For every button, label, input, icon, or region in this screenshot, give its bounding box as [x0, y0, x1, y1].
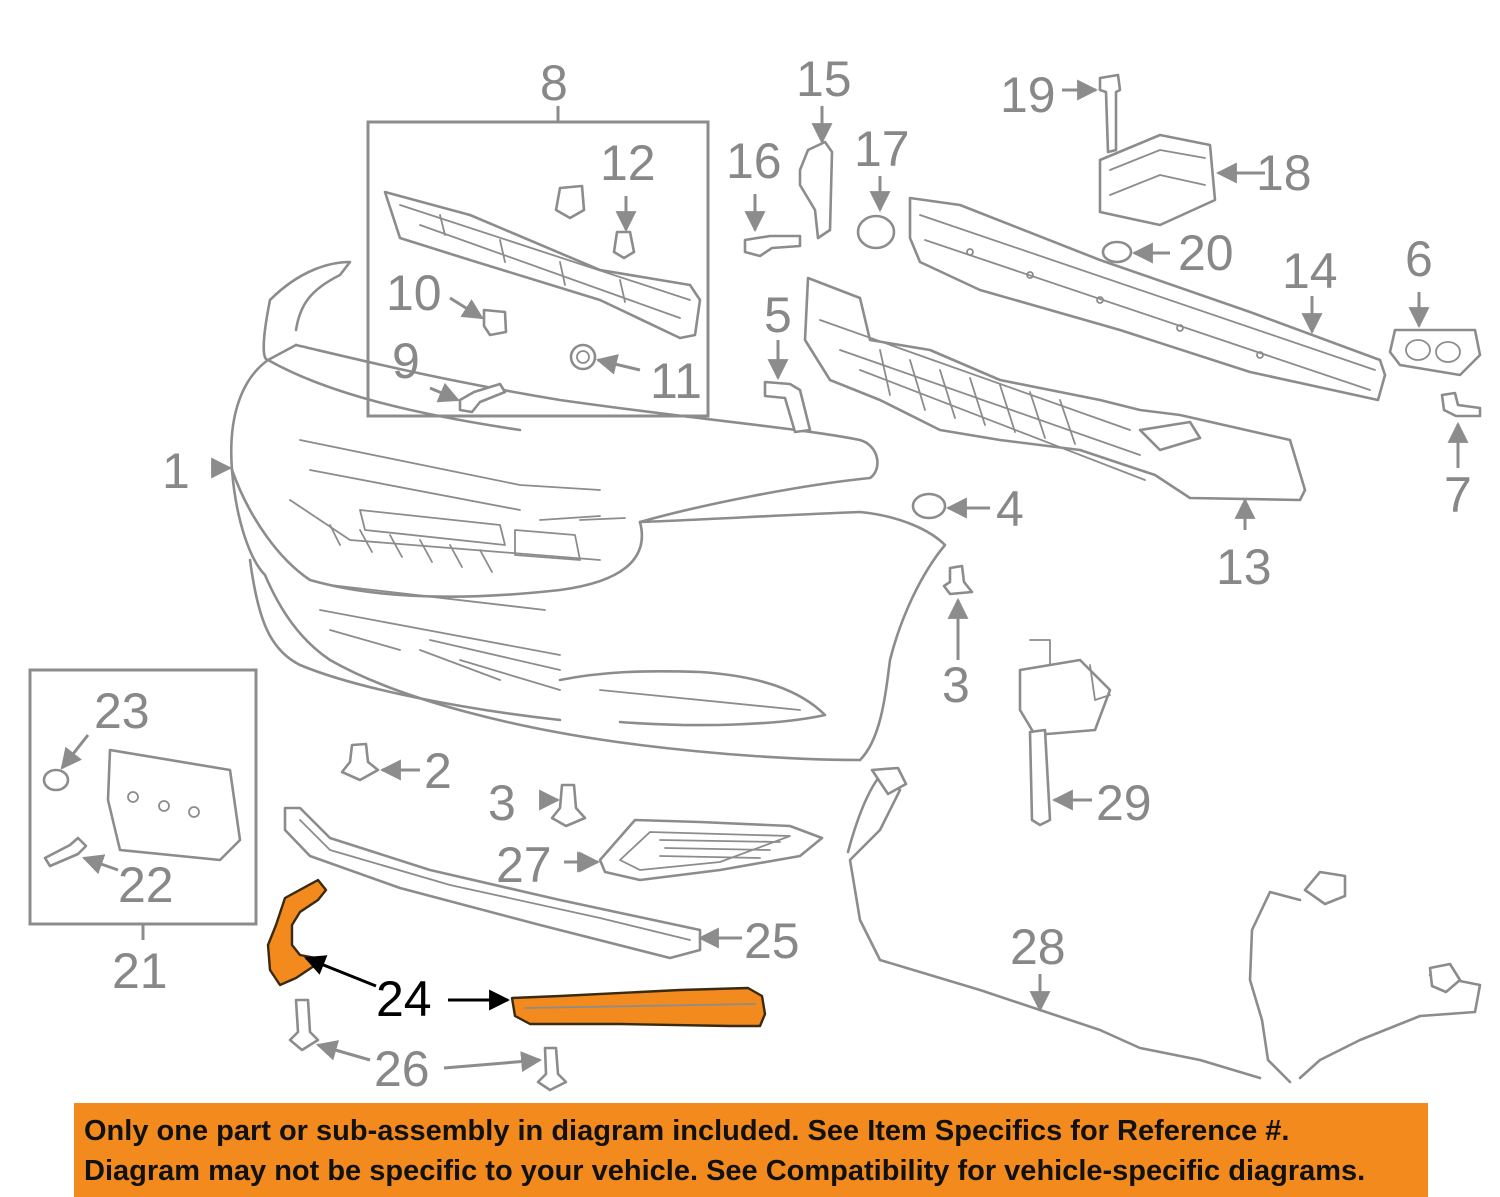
callout-6: 6: [1405, 231, 1433, 287]
callout-25: 25: [744, 913, 800, 969]
callout-28: 28: [1010, 919, 1066, 975]
screw-23: [42, 768, 70, 792]
bracket-5: [763, 380, 812, 434]
push-pin-2: [340, 742, 380, 782]
bolt-19: [1098, 73, 1122, 154]
callout-27: 27: [496, 837, 552, 893]
group-box-8: [366, 120, 710, 418]
nut-4: [911, 492, 947, 520]
nut-20: [1101, 240, 1133, 264]
screw-22: [43, 836, 88, 868]
highlighted-part-24-right: [510, 986, 767, 1028]
highlighted-part-24-left: [266, 878, 328, 987]
clip-12: [554, 184, 636, 260]
callout-22: 22: [118, 857, 174, 913]
callout-14: 14: [1282, 243, 1338, 299]
bolt-26-left: [288, 998, 320, 1052]
callout-24: 24: [376, 971, 432, 1027]
callout-19: 19: [1000, 67, 1056, 123]
callout-29: 29: [1096, 775, 1152, 831]
bolt-9: [458, 382, 507, 414]
bumper-cover: [230, 260, 947, 762]
callout-12: 12: [600, 135, 656, 191]
callout-21: 21: [112, 943, 168, 999]
license-plate-bracket: [106, 748, 242, 862]
impact-bar: [908, 196, 1387, 402]
screw-7: [1440, 391, 1482, 418]
lower-molding-25: [283, 806, 702, 960]
wiring-harness: [846, 766, 1482, 1084]
bracket-6: [1388, 328, 1482, 377]
callout-3-lower: 3: [488, 775, 516, 831]
retainer-10: [482, 308, 508, 337]
callout-8: 8: [540, 55, 568, 111]
callout-13: 13: [1216, 539, 1272, 595]
sensor-bracket: [1018, 639, 1112, 827]
callout-2: 2: [424, 743, 452, 799]
callout-10: 10: [386, 265, 442, 321]
callout-15: 15: [796, 51, 852, 107]
callout-9: 9: [392, 333, 420, 389]
bracket-15: [798, 140, 834, 240]
fog-lamp-bezel-27: [598, 818, 824, 882]
callout-23: 23: [94, 683, 150, 739]
callout-11: 11: [650, 353, 702, 409]
disclaimer-line-1: Only one part or sub-assembly in diagram…: [84, 1115, 1290, 1147]
bolt-16: [743, 234, 802, 258]
energy-absorber: [803, 276, 1307, 502]
disclaimer-banner: Only one part or sub-assembly in diagram…: [74, 1103, 1428, 1197]
callout-20: 20: [1178, 225, 1234, 281]
callout-26: 26: [374, 1041, 430, 1097]
leader-lines: [60, 79, 1469, 1073]
callout-1: 1: [162, 443, 190, 499]
callout-5: 5: [764, 287, 792, 343]
callout-4: 4: [996, 481, 1024, 537]
upper-support-bracket: [383, 190, 702, 340]
disclaimer-line-2: Diagram may not be specific to your vehi…: [84, 1155, 1366, 1187]
bracket-18: [1098, 133, 1217, 227]
callout-3-upper: 3: [942, 657, 970, 713]
push-pin-3-upper: [942, 564, 974, 596]
callout-16: 16: [726, 133, 782, 189]
callout-17: 17: [854, 121, 910, 177]
callout-labels: 1 2 3 3 4 5 6 7 8 9 10 11 12 13 14 15 16…: [94, 51, 1472, 1097]
push-pin-17: [856, 214, 896, 250]
callout-7: 7: [1444, 467, 1472, 523]
bolt-26-right: [536, 1046, 568, 1092]
push-pin-3-lower: [550, 783, 587, 828]
grommet-11: [569, 343, 597, 371]
callout-18: 18: [1256, 145, 1312, 201]
